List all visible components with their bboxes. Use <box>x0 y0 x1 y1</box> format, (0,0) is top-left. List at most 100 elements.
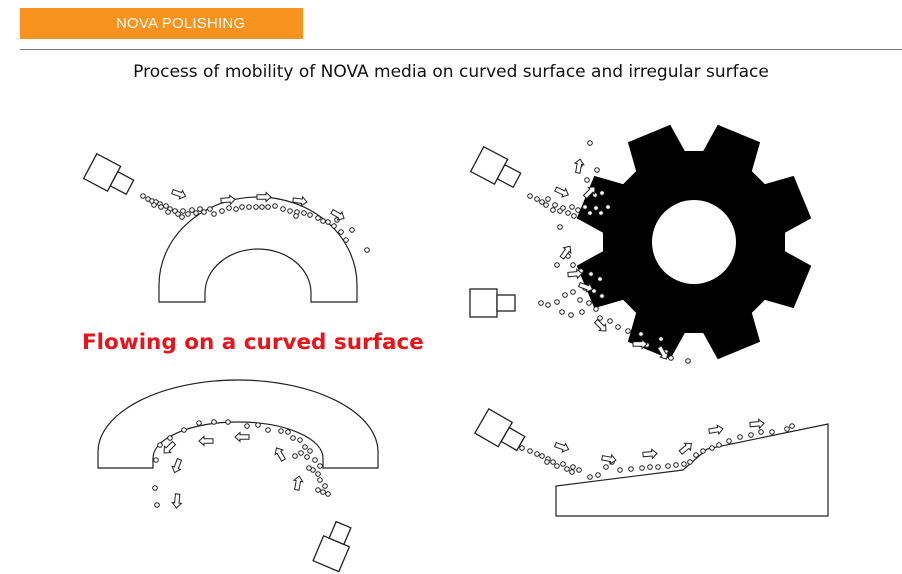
media-particle-icon <box>539 199 545 205</box>
flow-arrow-icon <box>198 435 214 447</box>
media-particle-icon <box>559 309 565 315</box>
flow-arrow-icon <box>220 194 236 206</box>
media-particle-icon <box>315 471 321 477</box>
slope-shape <box>555 423 829 517</box>
media-particle-icon <box>593 205 599 211</box>
media-particle-icon <box>588 271 594 277</box>
brand-label: NOVA POLISHING <box>116 15 246 32</box>
media-particle-icon <box>322 483 328 489</box>
media-particle-icon <box>180 208 186 214</box>
flow-arrow-icon <box>642 448 658 460</box>
media-particle-icon <box>293 213 299 219</box>
media-particle-icon <box>298 450 304 456</box>
flow-arrow-icon <box>708 424 724 436</box>
media-particle-icon <box>593 306 599 312</box>
blast-nozzle-icon <box>473 407 526 452</box>
media-particle-icon <box>545 302 551 308</box>
arch-top-diagram <box>82 152 370 303</box>
media-particle-icon <box>265 204 271 210</box>
flow-arrow-icon <box>171 458 183 474</box>
media-particle-icon <box>157 442 163 448</box>
media-particle-icon <box>307 448 313 454</box>
media-particle-icon <box>550 459 556 465</box>
media-particle-icon <box>597 276 603 282</box>
media-particle-icon <box>748 432 754 438</box>
media-particle-icon <box>594 167 600 173</box>
media-particle-icon <box>607 318 613 324</box>
media-particle-icon <box>280 206 286 212</box>
media-particle-icon <box>211 419 217 425</box>
media-particle-icon <box>575 207 581 213</box>
media-particle-icon <box>140 193 146 199</box>
media-particle-icon <box>554 299 560 305</box>
media-particle-icon <box>639 465 645 471</box>
media-particle-icon <box>554 262 560 268</box>
media-particle-icon <box>527 448 533 454</box>
media-particle-icon <box>625 328 631 334</box>
media-particle-icon <box>603 464 609 470</box>
media-particle-icon <box>647 464 653 470</box>
media-particle-icon <box>152 485 158 491</box>
media-particle-icon <box>564 466 570 472</box>
flow-arrow-icon <box>163 440 177 454</box>
media-particle-icon <box>709 445 715 451</box>
media-particle-icon <box>297 437 303 443</box>
media-particle-icon <box>364 247 370 253</box>
flow-arrow-icon <box>554 441 570 453</box>
flow-arrow-icon <box>330 208 345 221</box>
media-particle-icon <box>565 210 571 216</box>
media-particle-icon <box>587 474 593 480</box>
media-particle-icon <box>307 212 313 218</box>
media-particle-icon <box>304 454 310 460</box>
blast-nozzle-icon <box>469 145 522 189</box>
media-particle-icon <box>331 223 337 229</box>
media-particle-icon <box>570 289 576 295</box>
media-particle-icon <box>193 210 199 216</box>
media-particle-icon <box>673 462 679 468</box>
media-particle-icon <box>315 487 321 493</box>
blast-nozzle-icon <box>312 520 352 573</box>
media-particle-icon <box>784 426 790 432</box>
media-particle-icon <box>569 469 575 475</box>
media-particle-icon <box>343 237 349 243</box>
media-particle-icon <box>244 423 250 429</box>
blast-nozzle-icon <box>469 288 516 318</box>
media-particle-icon <box>538 300 544 306</box>
media-particle-icon <box>687 459 693 465</box>
media-particle-icon <box>582 204 588 210</box>
flow-arrow-icon <box>593 318 607 332</box>
media-particle-icon <box>569 204 575 210</box>
media-particle-icon <box>737 434 743 440</box>
media-particle-icon <box>292 453 298 459</box>
media-particle-icon <box>545 196 551 202</box>
media-particle-icon <box>325 219 331 225</box>
flow-arrow-icon <box>578 281 594 293</box>
media-particle-icon <box>552 202 558 208</box>
flow-arrow-icon <box>171 188 187 200</box>
media-particle-icon <box>571 213 577 219</box>
media-particle-icon <box>317 477 323 483</box>
flow-arrow-icon <box>601 453 617 465</box>
media-particle-icon <box>591 288 597 294</box>
flow-arrow-icon <box>582 186 596 200</box>
media-particle-icon <box>151 202 157 208</box>
media-particle-icon <box>534 451 540 457</box>
media-particle-icon <box>153 457 159 463</box>
flow-arrow-icon <box>171 493 183 509</box>
slope-diagram <box>473 407 829 517</box>
flow-arrow-icon <box>656 345 669 360</box>
media-particle-icon <box>587 210 593 216</box>
media-particle-icon <box>628 466 634 472</box>
media-particle-icon <box>527 193 533 199</box>
media-particle-icon <box>560 205 566 211</box>
media-particle-icon <box>301 210 307 216</box>
media-particle-icon <box>290 435 296 441</box>
media-particle-icon <box>325 491 331 497</box>
media-particle-icon <box>158 204 164 210</box>
flow-arrow-icon <box>632 338 648 350</box>
media-particle-icon <box>534 196 540 202</box>
media-particle-icon <box>189 207 195 213</box>
media-particle-icon <box>617 467 623 473</box>
media-particle-icon <box>306 465 312 471</box>
